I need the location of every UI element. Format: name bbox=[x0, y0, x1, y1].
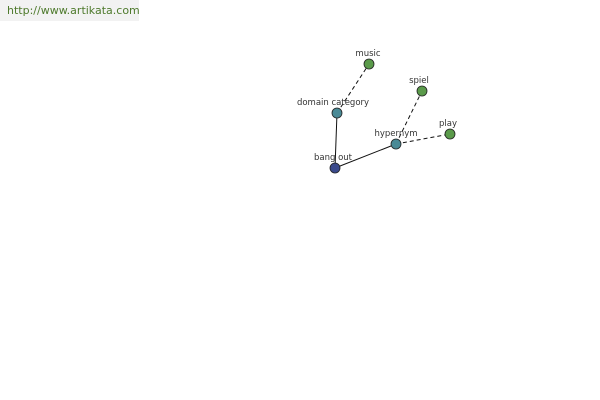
node-marker-music[interactable] bbox=[363, 58, 375, 70]
node-marker-domain-category[interactable] bbox=[331, 107, 343, 119]
node-marker-bang-out[interactable] bbox=[329, 162, 341, 174]
edge-hypernym-to-play bbox=[395, 133, 451, 145]
node-label-play: play bbox=[439, 119, 457, 129]
node-label-music: music bbox=[355, 49, 380, 59]
node-marker-spiel[interactable] bbox=[416, 85, 428, 97]
node-play[interactable]: play bbox=[439, 119, 457, 140]
node-bang-out[interactable]: bang out bbox=[314, 153, 353, 174]
node-label-domain-category: domain category bbox=[297, 98, 369, 108]
node-label-hypernym: hypernym bbox=[374, 129, 417, 139]
edge-bang-out-to-hypernym bbox=[334, 143, 397, 169]
node-marker-hypernym[interactable] bbox=[390, 138, 402, 150]
node-label-spiel: spiel bbox=[409, 76, 429, 86]
node-marker-play[interactable] bbox=[444, 128, 456, 140]
node-spiel[interactable]: spiel bbox=[409, 76, 429, 97]
edge-bang-out-to-domain-category bbox=[334, 112, 338, 169]
node-hypernym[interactable]: hypernym bbox=[374, 129, 418, 150]
site-url-link[interactable]: http://www.artikata.com bbox=[0, 0, 140, 21]
edge-hypernym-to-spiel bbox=[395, 90, 423, 145]
node-music[interactable]: music bbox=[355, 49, 381, 70]
node-label-bang-out: bang out bbox=[314, 153, 353, 163]
graph-nodes: bang out domain category hypernym music spie… bbox=[297, 49, 457, 174]
graph-edges bbox=[334, 63, 451, 169]
node-domain-category[interactable]: domain category bbox=[297, 98, 369, 119]
edge-domain-category-to-music bbox=[336, 63, 370, 114]
